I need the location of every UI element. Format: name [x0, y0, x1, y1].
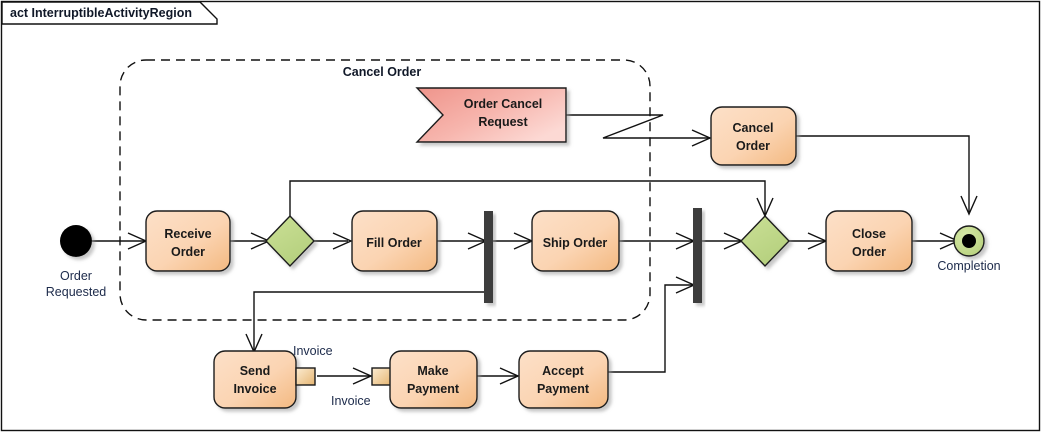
- action-make-payment[interactable]: [389, 350, 478, 409]
- edge-close-order-to-final: [912, 232, 960, 250]
- activity-final-label: Completion: [937, 259, 1000, 273]
- action-ship-order-label: Ship Order: [543, 236, 608, 250]
- activity-final-node[interactable]: [953, 225, 985, 257]
- edge-accept-payment-to-join: [608, 276, 696, 373]
- action-accept-payment[interactable]: [518, 350, 609, 409]
- output-pin-invoice-label: Invoice: [293, 344, 333, 358]
- accept-signal-label-line2: Request: [478, 115, 528, 129]
- input-pin-invoice[interactable]: [371, 367, 392, 386]
- frame-title: act InterruptibleActivityRegion: [10, 6, 192, 20]
- decision-node-1[interactable]: [265, 214, 315, 268]
- edge-merge-to-close-order: [789, 232, 828, 250]
- action-fill-order[interactable]: [351, 210, 438, 272]
- action-close-order-label-line2: Order: [852, 245, 886, 259]
- action-accept-payment-label-line1: Accept: [542, 364, 585, 378]
- action-receive-order-label-line2: Order: [171, 245, 205, 259]
- edge-cancel-order-to-final: [796, 135, 978, 216]
- edge-fork-to-send-invoice: [245, 291, 489, 354]
- action-close-order-label-line1: Close: [852, 227, 886, 241]
- fork-bar-1[interactable]: [484, 211, 493, 303]
- initial-node[interactable]: [60, 225, 92, 257]
- accept-signal-order-cancel-request[interactable]: [415, 87, 567, 143]
- action-make-payment-label-line2: Payment: [407, 382, 460, 396]
- action-receive-order[interactable]: [145, 210, 231, 272]
- action-make-payment-label-line1: Make: [417, 364, 448, 378]
- action-cancel-order-label-line2: Order: [736, 139, 770, 153]
- edge-join-to-merge: [701, 232, 744, 250]
- interruptible-region: [119, 59, 651, 321]
- action-close-order[interactable]: [825, 210, 913, 272]
- action-cancel-order[interactable]: [710, 106, 797, 166]
- accept-signal-label-line1: Order Cancel: [464, 97, 543, 111]
- edge-receive-order-to-decision: [230, 232, 271, 250]
- edge-send-invoice-to-make-payment: [317, 367, 373, 385]
- action-send-invoice-label-line1: Send: [240, 364, 271, 378]
- action-accept-payment-label-line2: Payment: [537, 382, 590, 396]
- action-send-invoice-label-line2: Invoice: [233, 382, 276, 396]
- action-fill-order-label: Fill Order: [366, 236, 422, 250]
- action-ship-order[interactable]: [531, 210, 620, 272]
- text-layer: act InterruptibleActivityRegion Cancel O…: [10, 6, 1001, 408]
- edge-decision-to-fill-order: [313, 232, 353, 250]
- edge-ship-order-to-join: [619, 232, 696, 250]
- edge-fork-to-ship-order: [493, 232, 534, 250]
- edge-fill-order-to-fork: [437, 232, 488, 250]
- initial-node-label-line1: Order: [60, 269, 92, 283]
- initial-node-label-line2: Requested: [46, 285, 107, 299]
- region-title: Cancel Order: [343, 65, 422, 79]
- edge-make-payment-to-accept-payment: [477, 367, 520, 385]
- action-receive-order-label-line1: Receive: [164, 227, 211, 241]
- merge-node-1[interactable]: [740, 214, 790, 268]
- action-cancel-order-label-line1: Cancel: [733, 121, 774, 135]
- edge-cancel-request-to-cancel-order: [566, 114, 712, 147]
- join-bar-1[interactable]: [693, 208, 702, 303]
- output-pin-invoice[interactable]: [295, 367, 316, 386]
- action-send-invoice[interactable]: [213, 350, 297, 409]
- input-pin-invoice-label: Invoice: [331, 394, 371, 408]
- edge-initial-to-receive-order: [92, 232, 148, 250]
